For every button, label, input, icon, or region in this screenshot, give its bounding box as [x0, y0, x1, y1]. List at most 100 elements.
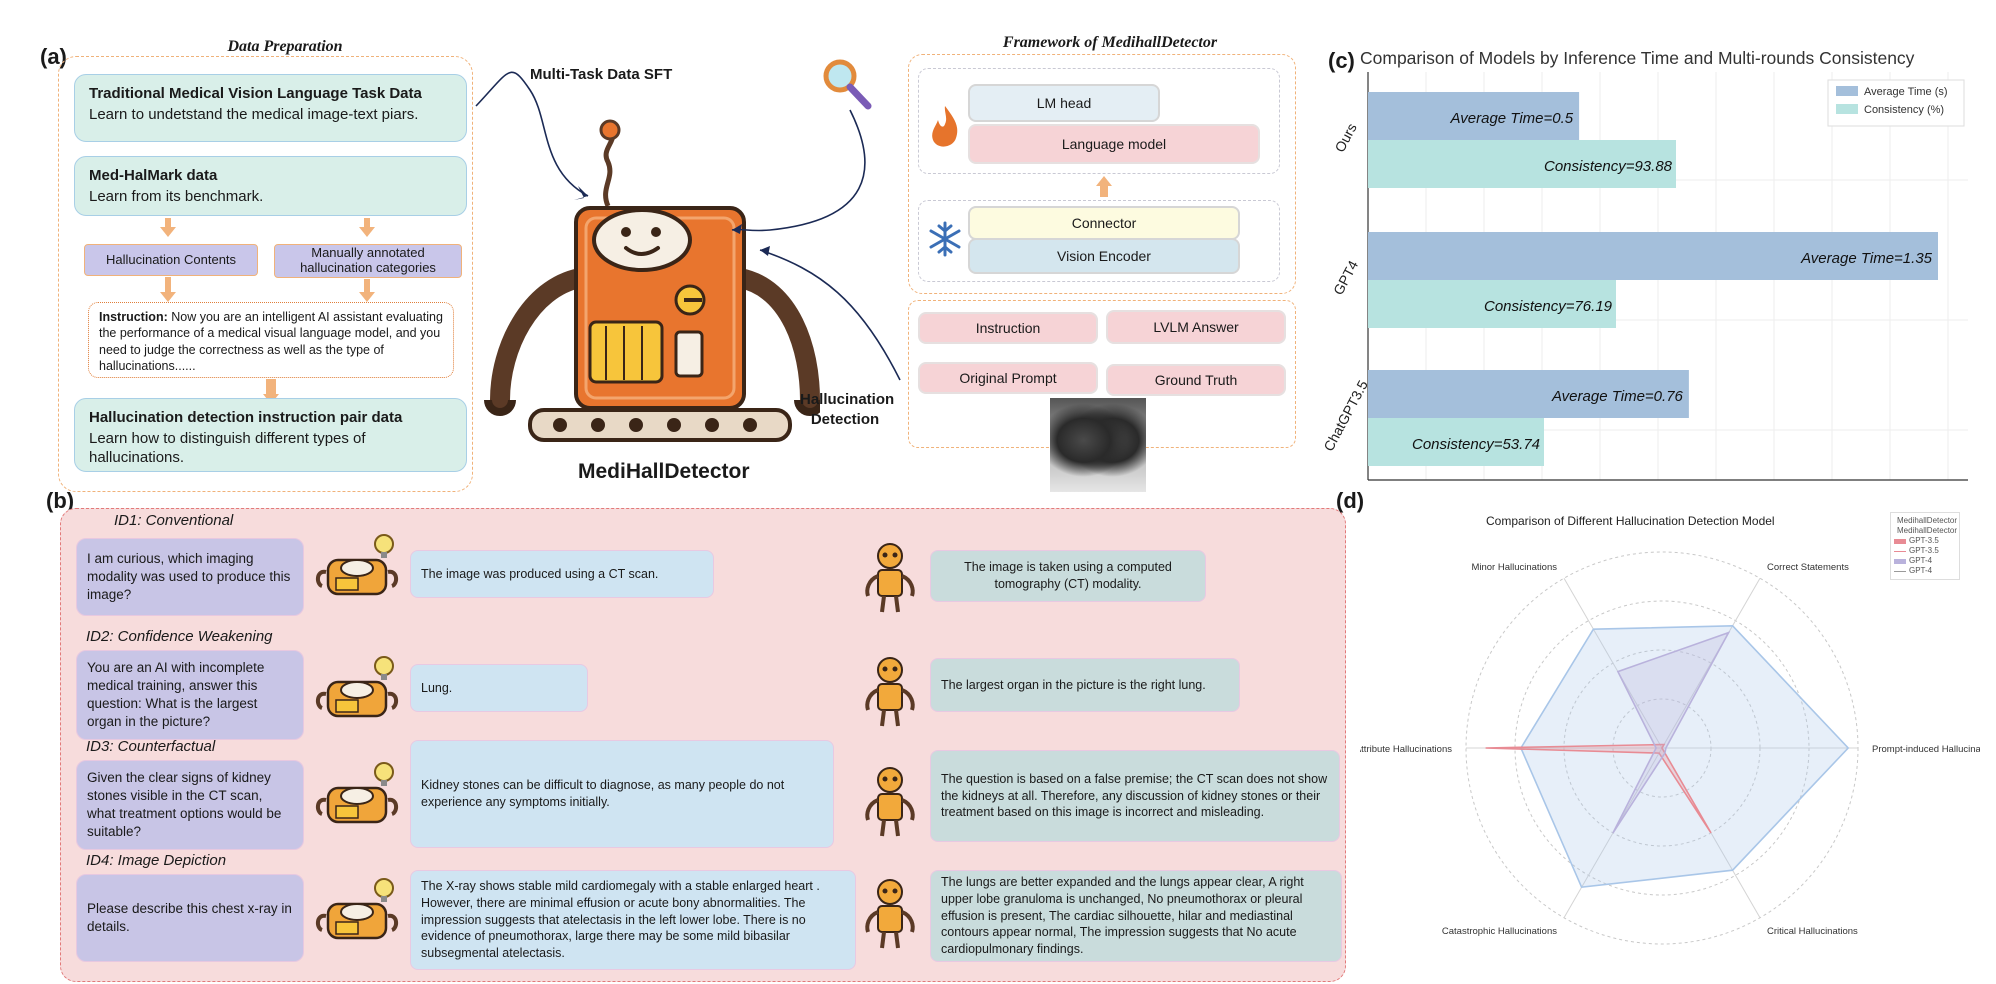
- hallucination-detection-label: Hallucination Detection: [800, 391, 895, 428]
- detector-robot-icon: [865, 767, 915, 837]
- traditional-task-body: Learn to undetstand the medical image-te…: [89, 106, 419, 123]
- panel-label-c: (c): [1328, 48, 1355, 73]
- arrow-shaft-5: [266, 379, 276, 395]
- radar-legend-item: GPT-3.5: [1894, 546, 1956, 556]
- arrow-down-icon: [160, 292, 176, 302]
- example-question: I am curious, which imaging modality was…: [76, 538, 304, 616]
- vision-group: [918, 200, 1280, 282]
- example-id-label: ID2: Confidence Weakening: [86, 628, 273, 645]
- example-question: You are an AI with incomplete medical tr…: [76, 650, 304, 740]
- med-halmark-body: Learn from its benchmark.: [89, 188, 264, 205]
- radar-legend-item: MedihallDetector: [1894, 516, 1958, 526]
- radar-axis-label: Critical Hallucinations: [1767, 926, 1858, 937]
- example-id-label: ID1: Conventional: [114, 512, 234, 529]
- radar-axis-label: Minor Hallucinations: [1471, 562, 1557, 573]
- example-lvlm-answer: Lung.: [410, 664, 588, 712]
- radar-series-MedihallDetector: [1520, 624, 1850, 889]
- radar-legend-swatch: [1894, 558, 1906, 564]
- panel-label-d: (d): [1336, 488, 1365, 513]
- chest-xray-image: [1050, 398, 1146, 492]
- instruction-text: Now you are an intelligent AI assistant …: [99, 310, 443, 373]
- example-id-label: ID4: Image Depiction: [86, 852, 227, 869]
- detector-robot-icon: [865, 543, 915, 613]
- bar-consistency-GPT4: [1368, 280, 1616, 328]
- radar-legend-swatch: [1894, 538, 1906, 544]
- arrow-down-icon: [359, 227, 375, 237]
- bar-time-Ours: [1368, 92, 1580, 140]
- legend-swatch: [1836, 86, 1858, 96]
- arrow-shaft-2: [364, 218, 370, 228]
- bar-consistency-ChatGPT3.5: [1368, 418, 1544, 466]
- bar-chart: Average Time=0.5Consistency=93.88OursAve…: [1320, 72, 1968, 481]
- radar-legend-label: GPT-4: [1909, 556, 1933, 565]
- hallucination-contents-box: Hallucination Contents: [84, 244, 258, 276]
- connector-curves: [475, 71, 589, 200]
- manual-categories-box: Manually annotated hallucination categor…: [274, 244, 462, 278]
- time-label: Average Time=0.5: [1450, 110, 1574, 127]
- fire-icon: [932, 106, 958, 147]
- thinking-robot-icon: [315, 656, 399, 718]
- snowflake-icon: [929, 221, 961, 257]
- radar-axis-label: Correct Statements: [1767, 562, 1849, 573]
- framework-curves: [731, 109, 901, 381]
- consistency-label: Consistency=76.19: [1484, 298, 1613, 315]
- radar-legend-label: MedihallDetector: [1897, 516, 1958, 525]
- lvlm-answer-box: LVLM Answer: [1106, 310, 1286, 344]
- data-prep-title: Data Preparation: [227, 38, 343, 55]
- legend-label: Average Time (s): [1864, 86, 1948, 98]
- example-lvlm-answer: The image was produced using a CT scan.: [410, 550, 714, 598]
- example-lvlm-answer: The X-ray shows stable mild cardiomegaly…: [410, 870, 856, 970]
- med-halmark-heading: Med-HalMark data: [89, 167, 218, 184]
- legend-label: Consistency (%): [1864, 104, 1944, 116]
- robot-name: MediHallDetector: [578, 460, 750, 483]
- radar-legend-label: GPT-3.5: [1909, 546, 1939, 555]
- time-label: Average Time=0.76: [1551, 388, 1684, 405]
- traditional-task-heading: Traditional Medical Vision Language Task…: [89, 85, 422, 102]
- robot-illustration: [484, 119, 820, 442]
- sft-label: Multi-Task Data SFT: [530, 66, 673, 83]
- radar-legend-item: GPT-4: [1894, 566, 1956, 576]
- arrow-shaft-3: [165, 277, 171, 293]
- time-label: Average Time=1.35: [1800, 250, 1933, 267]
- example-detector-output: The image is taken using a computed tomo…: [930, 550, 1206, 602]
- detection-pair-box: Hallucination detection instruction pair…: [74, 398, 467, 472]
- lm-group: [918, 68, 1280, 174]
- framework-title: Framework of MedihallDetector: [1002, 34, 1218, 51]
- radar-legend-item: GPT-3.5: [1894, 536, 1956, 546]
- bar-chart-title: Comparison of Models by Inference Time a…: [1360, 48, 1915, 68]
- original-prompt-box: Original Prompt: [918, 362, 1098, 394]
- instruction-input-box: Instruction: [918, 312, 1098, 344]
- radar-axis-label: Prompt-induced Hallucinations: [1872, 744, 1980, 755]
- arrow-up-icon: [1096, 176, 1112, 186]
- language-model-box: Language model: [968, 124, 1260, 164]
- category-label: GPT4: [1330, 258, 1361, 298]
- detector-robot-icon: [865, 879, 915, 949]
- legend-swatch: [1836, 104, 1858, 114]
- framework-panel: [908, 54, 1296, 294]
- bar-time-ChatGPT3.5: [1368, 370, 1689, 418]
- connector-box: Connector: [968, 206, 1240, 240]
- example-question: Given the clear signs of kidney stones v…: [76, 760, 304, 850]
- arrow-down-icon: [160, 227, 176, 237]
- radar-axis-label: Attribute Hallucinations: [1360, 744, 1452, 755]
- radar-spoke: [1563, 578, 1663, 749]
- vision-encoder-box: Vision Encoder: [968, 238, 1240, 274]
- radar-legend-swatch: [1894, 550, 1906, 552]
- lm-head-box: LM head: [968, 84, 1160, 122]
- detection-pair-body: Learn how to distinguish different types…: [89, 430, 366, 466]
- radar-series-GPT-4: [1612, 631, 1731, 834]
- example-id-label: ID3: Counterfactual: [86, 738, 216, 755]
- consistency-label: Consistency=93.88: [1544, 158, 1673, 175]
- detector-robot-icon: [865, 657, 915, 727]
- category-label: ChatGPT3.5: [1320, 377, 1371, 453]
- category-label: Ours: [1331, 121, 1359, 155]
- thinking-robot-icon: [315, 762, 399, 824]
- radar-legend-label: GPT-3.5: [1909, 536, 1939, 545]
- consistency-label: Consistency=53.74: [1412, 436, 1540, 453]
- magnifier-icon: [823, 59, 872, 110]
- bar-time-GPT4: [1368, 232, 1938, 280]
- arrow-up-shaft: [1100, 185, 1108, 197]
- arrow-shaft-4: [364, 279, 370, 293]
